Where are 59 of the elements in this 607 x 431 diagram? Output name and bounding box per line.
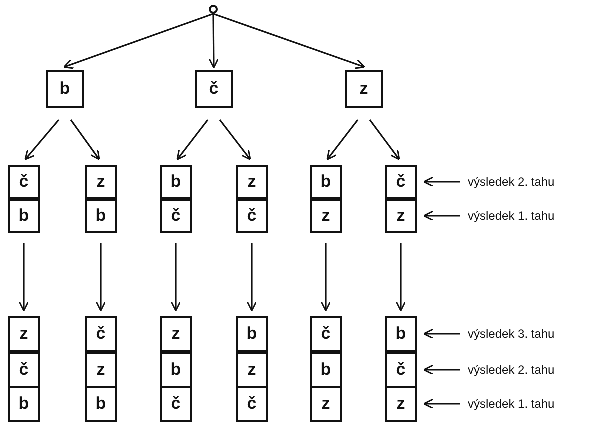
letter-box: z (85, 165, 117, 199)
arrow (213, 13, 366, 70)
letter-box: č (195, 70, 233, 108)
arrow (369, 120, 400, 160)
letter-box: z (310, 386, 342, 422)
result-label: výsledek 1. tahu (468, 199, 603, 233)
letter-box: z (160, 316, 192, 352)
letter-box: č (160, 199, 192, 233)
letter-box: č (85, 316, 117, 352)
arrow (70, 120, 100, 160)
letter-box: č (236, 199, 268, 233)
letter-box: č (8, 165, 40, 199)
arrow (320, 243, 332, 312)
letter-box: z (385, 386, 417, 422)
letter-box: č (310, 316, 342, 352)
letter-box: č (160, 386, 192, 422)
arrow (18, 243, 30, 312)
letter-box: b (310, 352, 342, 388)
letter-box: č (236, 386, 268, 422)
result-label: výsledek 3. tahu (468, 316, 603, 352)
letter-box: b (160, 352, 192, 388)
letter-box: b (160, 165, 192, 199)
arrow (326, 120, 359, 160)
arrow (170, 243, 182, 312)
arrow (423, 210, 460, 222)
arrow (63, 13, 214, 70)
arrow (396, 243, 406, 312)
arrow (96, 243, 106, 312)
letter-box: z (85, 352, 117, 388)
letter-box: z (310, 199, 342, 233)
letter-box: č (385, 352, 417, 388)
letter-box: z (236, 165, 268, 199)
letter-box: z (385, 199, 417, 233)
arrow (208, 14, 220, 69)
letter-box: b (46, 70, 84, 108)
letter-box: b (310, 165, 342, 199)
result-label: výsledek 1. tahu (468, 386, 603, 422)
letter-box: b (85, 386, 117, 422)
arrow (423, 176, 460, 188)
letter-box: b (8, 386, 40, 422)
letter-box: č (385, 165, 417, 199)
letter-box: b (385, 316, 417, 352)
arrow (423, 364, 460, 376)
letter-box: č (8, 352, 40, 388)
arrow (246, 243, 258, 312)
arrow (176, 120, 209, 160)
letter-box: z (8, 316, 40, 352)
arrow (219, 120, 252, 160)
letter-box: z (236, 352, 268, 388)
arrow (423, 398, 460, 410)
letter-box: b (85, 199, 117, 233)
letter-box: z (345, 70, 383, 108)
letter-box: b (236, 316, 268, 352)
result-label: výsledek 2. tahu (468, 165, 603, 199)
letter-box: b (8, 199, 40, 233)
arrow (24, 119, 60, 160)
arrow (423, 328, 460, 340)
result-label: výsledek 2. tahu (468, 352, 603, 388)
root-circle (209, 5, 218, 14)
